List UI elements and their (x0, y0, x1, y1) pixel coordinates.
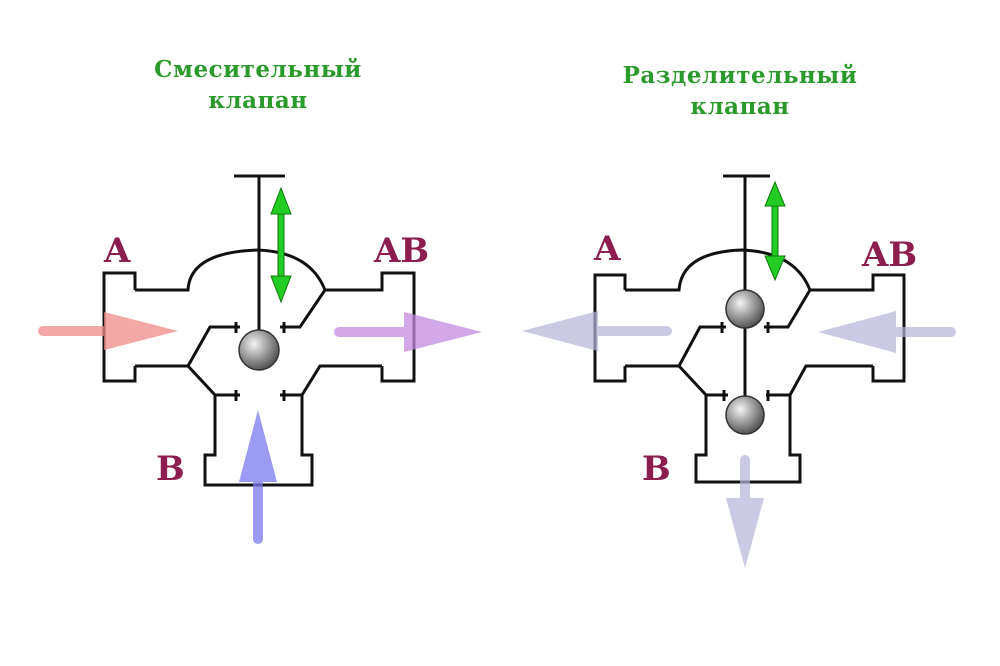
diverting-valve-title-line1: Разделительный (622, 62, 858, 89)
mixing-port-a-label: A (104, 231, 131, 271)
flow-ab-in-arrow-icon (818, 311, 956, 353)
mixing-valve-title-line1: Смесительный (154, 56, 362, 83)
mixing-stem-motion-arrow-icon (270, 186, 292, 304)
flow-ab-out-arrow-icon (334, 312, 482, 352)
mixing-valve-ball (238, 329, 280, 371)
diverting-port-ab-label: AB (862, 235, 918, 275)
diverting-valve-stem (723, 174, 770, 400)
flow-b-out-arrow-icon (726, 455, 764, 568)
mixing-valve-title: Смесительный клапан (128, 54, 388, 116)
diverting-valve-lower-ball (725, 395, 765, 435)
diverting-valve-body (593, 248, 906, 484)
flow-a-in-arrow-icon (38, 312, 178, 350)
mixing-valve (38, 174, 482, 544)
flow-b-in-arrow-icon (239, 410, 277, 544)
diverting-valve-title-line2: клапан (690, 93, 790, 120)
mixing-port-ab-label: AB (374, 231, 430, 271)
diverting-port-a-label: A (594, 229, 621, 269)
mixing-port-b-label: B (156, 449, 185, 489)
diverting-valve (522, 174, 956, 568)
diverting-port-b-label: B (642, 449, 671, 489)
diverting-valve-upper-ball (725, 289, 765, 329)
mixing-valve-stem (234, 174, 285, 332)
flow-a-out-arrow-icon (522, 311, 672, 351)
diverting-stem-motion-arrow-icon (764, 180, 786, 282)
mixing-valve-title-line2: клапан (208, 87, 308, 114)
diverting-valve-title: Разделительный клапан (600, 60, 880, 122)
